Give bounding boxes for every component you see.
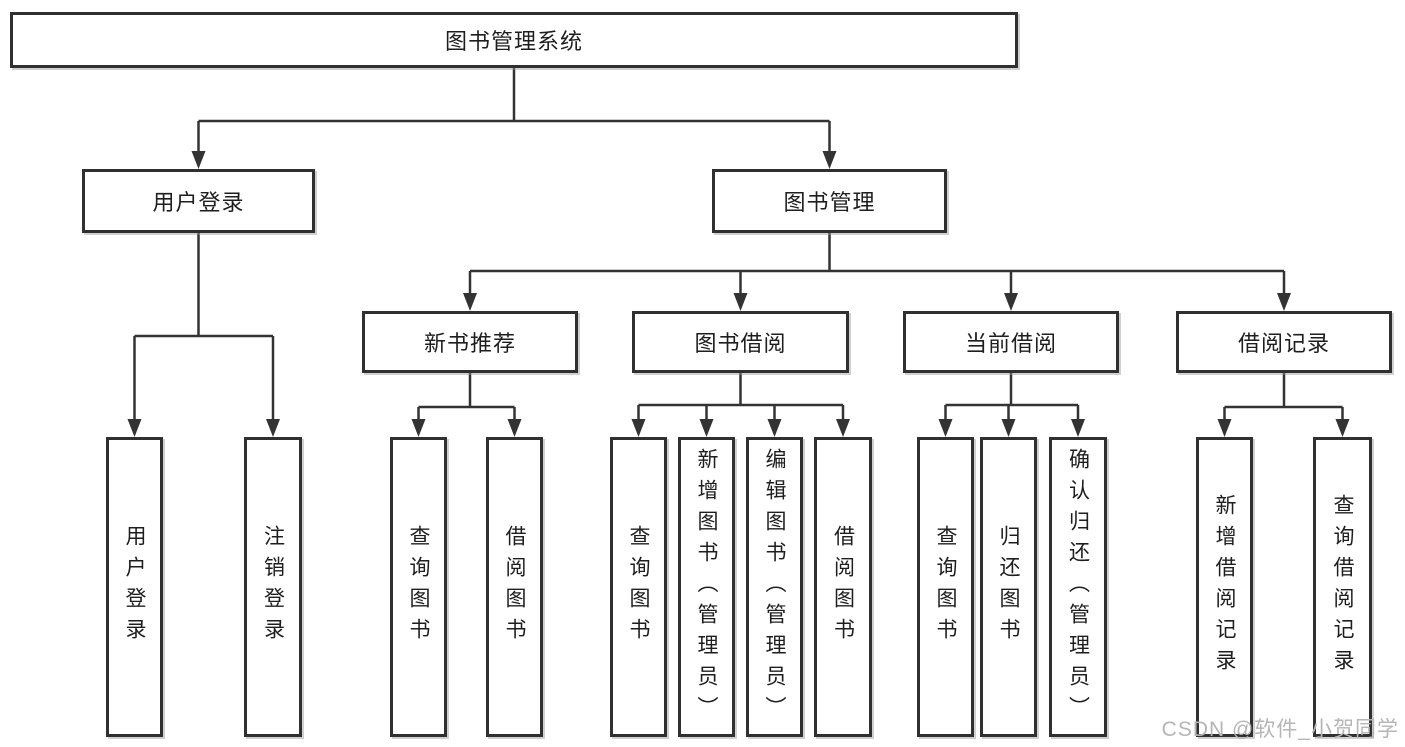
node-logout: 注销登录 xyxy=(244,437,302,737)
node-current-borrowing: 当前借阅 xyxy=(903,311,1119,373)
node-user-login-group: 用户登录 xyxy=(82,169,315,233)
node-query-books-borrow: 查询图书 xyxy=(610,437,667,737)
node-add-book-admin: 新增图书（管理员） xyxy=(678,437,735,737)
node-query-borrow-record: 查询借阅记录 xyxy=(1313,437,1372,737)
node-new-book-recommend: 新书推荐 xyxy=(362,311,578,373)
node-book-management: 图书管理 xyxy=(712,169,947,233)
node-query-books-current: 查询图书 xyxy=(917,437,974,737)
node-borrow-books: 借阅图书 xyxy=(814,437,872,737)
node-edit-book-admin: 编辑图书（管理员） xyxy=(746,437,803,737)
node-query-books-recommend: 查询图书 xyxy=(390,437,447,737)
node-user-login: 用户登录 xyxy=(106,437,163,737)
node-add-borrow-record: 新增借阅记录 xyxy=(1196,437,1253,737)
node-borrowing-records: 借阅记录 xyxy=(1176,311,1392,373)
node-borrow-books-recommend: 借阅图书 xyxy=(486,437,543,737)
node-library-system: 图书管理系统 xyxy=(10,12,1018,68)
node-book-borrowing: 图书借阅 xyxy=(632,311,849,373)
node-confirm-return-admin: 确认归还（管理员） xyxy=(1049,437,1107,737)
node-return-book: 归还图书 xyxy=(980,437,1037,737)
csdn-watermark: CSDN @软件_小贺同学 xyxy=(1161,718,1399,741)
